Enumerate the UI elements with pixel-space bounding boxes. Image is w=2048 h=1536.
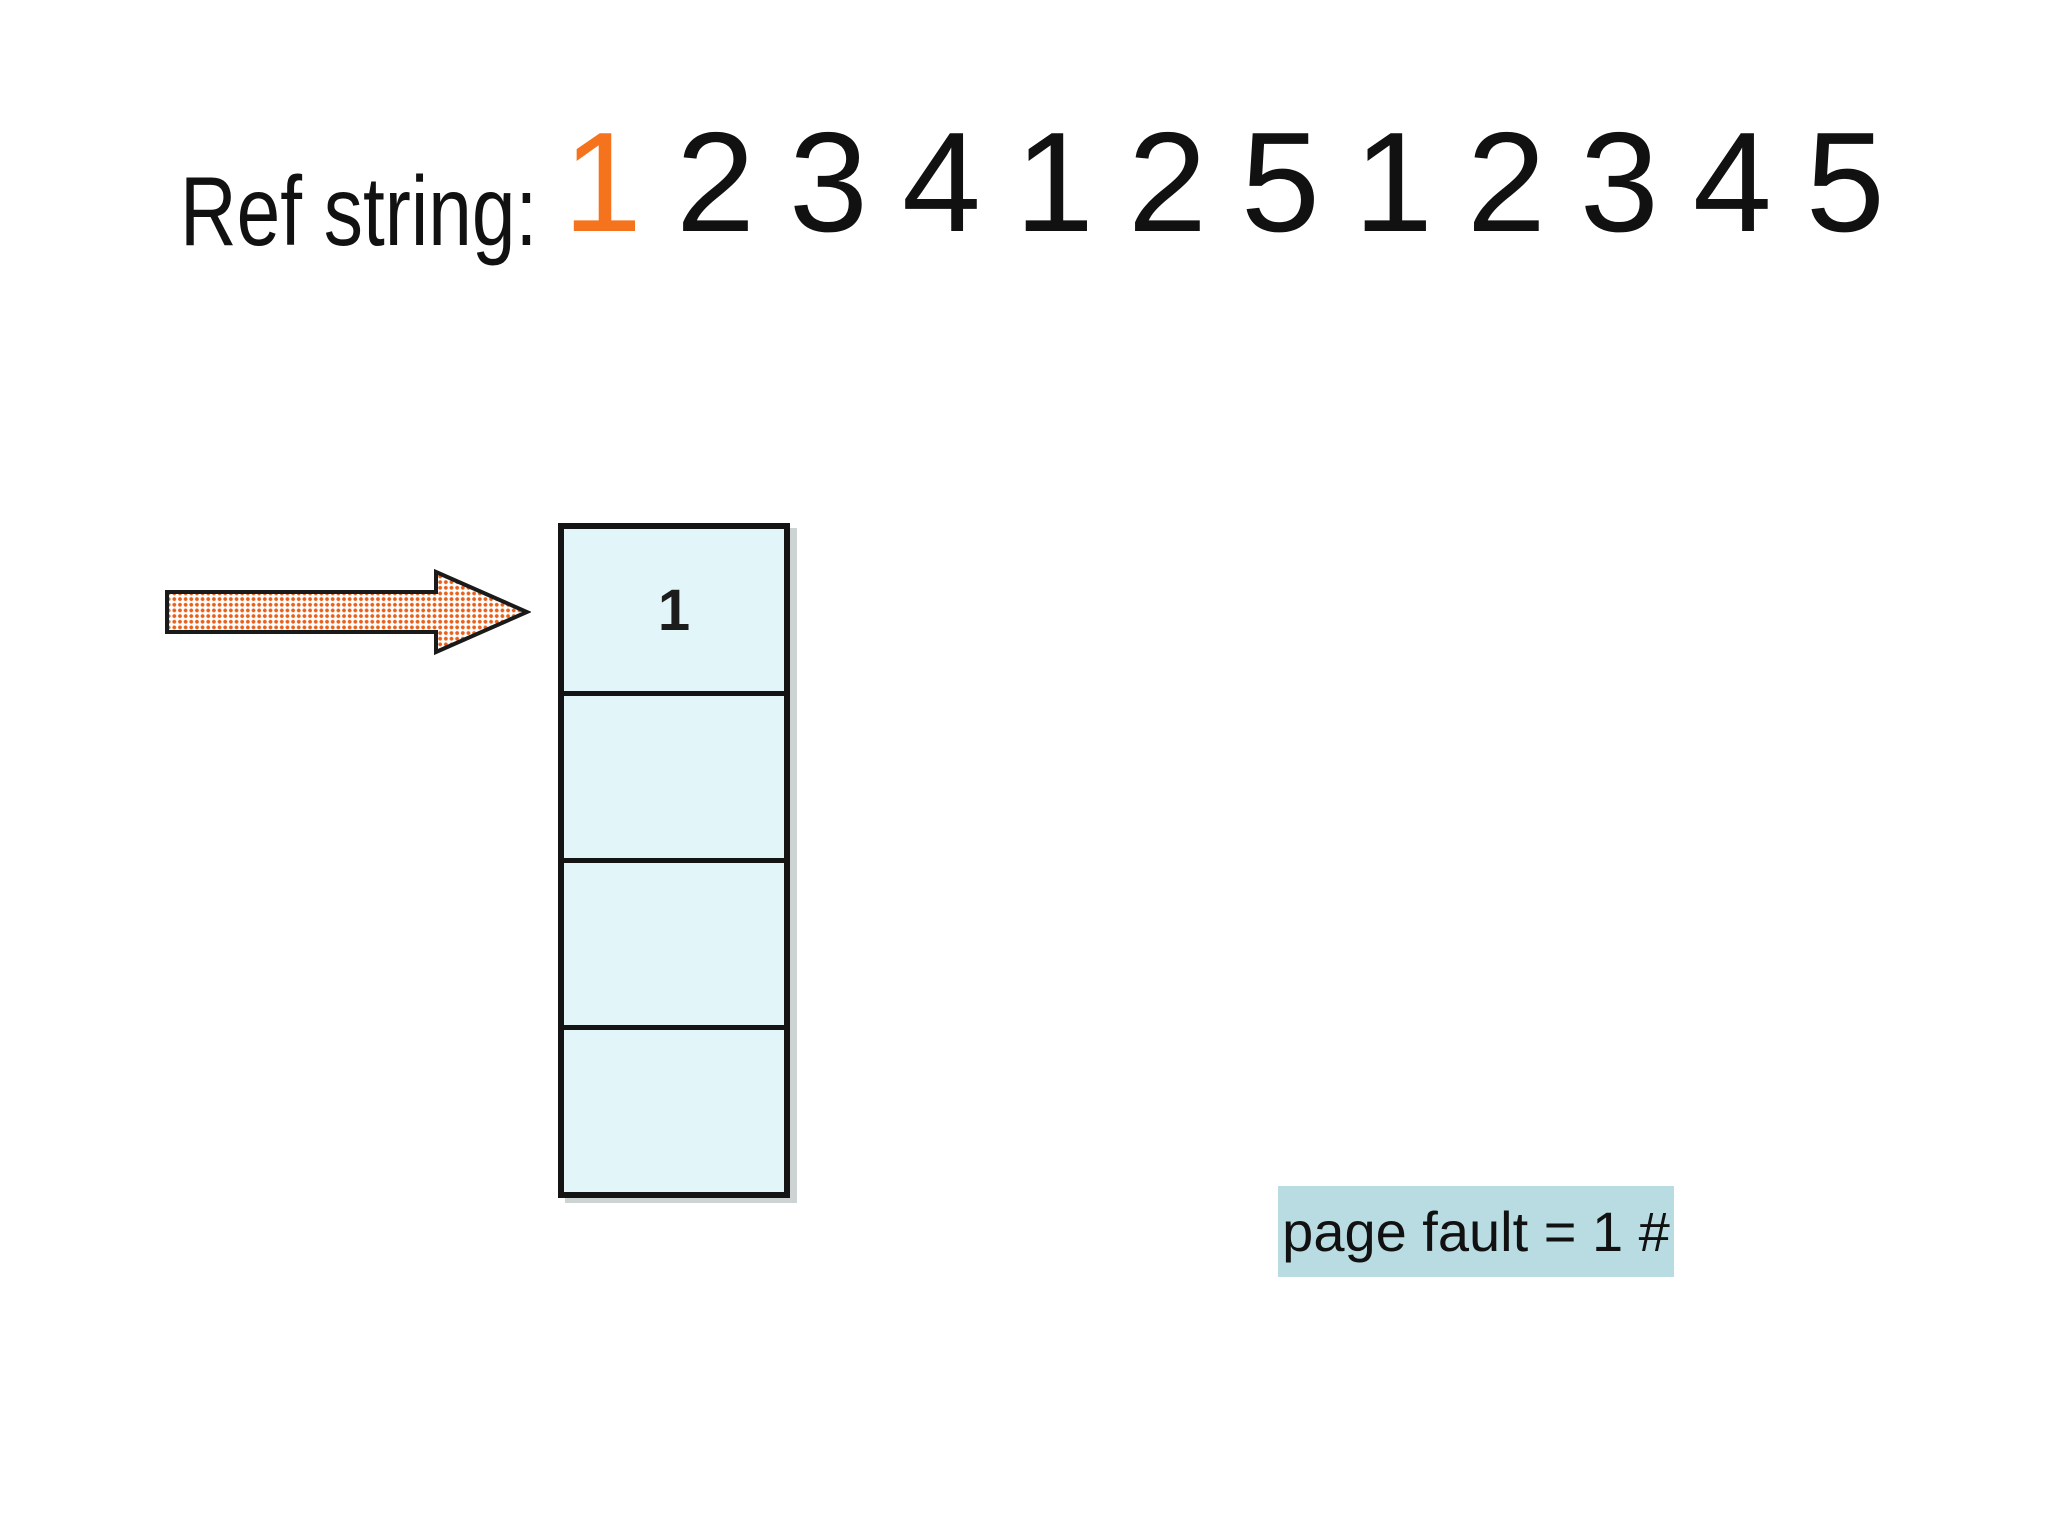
ref-string-digit: 5 bbox=[1240, 103, 1320, 262]
ref-string-digit: 4 bbox=[1692, 103, 1772, 262]
ref-string-digit: 3 bbox=[1579, 103, 1659, 262]
ref-string-digit: 2 bbox=[1127, 103, 1207, 262]
ref-string-digit: 4 bbox=[901, 103, 981, 262]
ref-string-digit: 5 bbox=[1805, 103, 1885, 262]
ref-string-digit: 3 bbox=[788, 103, 868, 262]
ref-string-digit: 1 bbox=[1353, 103, 1433, 262]
page-fault-badge: page fault = 1 # bbox=[1278, 1186, 1674, 1277]
ref-string-digit: 1 bbox=[1014, 103, 1094, 262]
memory-frame-1 bbox=[564, 696, 784, 858]
ref-string-digit: 1 bbox=[563, 103, 642, 262]
arrow-svg bbox=[165, 568, 532, 656]
memory-frame-2 bbox=[564, 863, 784, 1025]
ref-string-label: Ref string: bbox=[180, 156, 538, 266]
memory-frame-0: 1 bbox=[564, 529, 784, 691]
frame-pointer-arrow-icon bbox=[163, 568, 532, 658]
ref-string-digit: 2 bbox=[675, 103, 755, 262]
memory-frame-3 bbox=[564, 1030, 784, 1192]
frame-column: 1 bbox=[558, 523, 790, 1198]
ref-string-digit: 2 bbox=[1466, 103, 1546, 262]
